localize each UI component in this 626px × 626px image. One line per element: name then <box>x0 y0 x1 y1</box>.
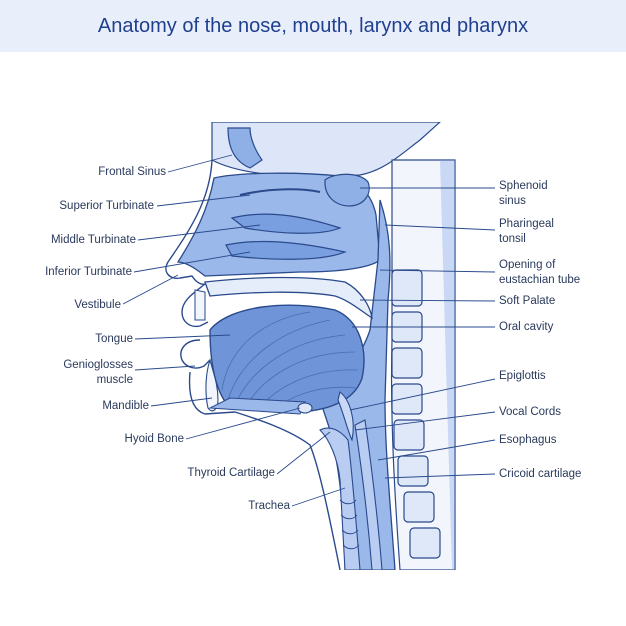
label-frontal-sinus: Frontal Sinus <box>98 166 166 178</box>
label-vestibule: Vestibule <box>74 299 121 311</box>
label-cricoid-cartilage: Cricoid cartilage <box>499 468 582 480</box>
label-eustachian-tube: eustachian tube <box>499 274 581 286</box>
label-genioglosses-muscle: muscle <box>96 374 133 386</box>
leader-lines <box>122 154 496 507</box>
label-hyoid-bone: Hyoid Bone <box>124 433 184 445</box>
hyoid-shape <box>297 402 313 414</box>
sphenoid-sinus-shape <box>324 173 370 207</box>
trachea-rings <box>339 499 360 550</box>
label-tongue: Tongue <box>95 333 133 345</box>
label-middle-turbinate: Middle Turbinate <box>50 234 136 246</box>
label-sphenoid-sinus: sinus <box>499 195 526 207</box>
label-thyroid-cartilage: Thyroid Cartilage <box>187 467 275 479</box>
label-opening-of: Opening of <box>499 259 556 271</box>
label-superior-turbinate: Superior Turbinate <box>59 200 154 212</box>
label-vocal-cords: Vocal Cords <box>499 406 562 418</box>
title-bar: Anatomy of the nose, mouth, larynx and p… <box>0 0 626 52</box>
anatomy-drawing <box>150 122 465 570</box>
vertebrae <box>391 269 441 559</box>
page-title: Anatomy of the nose, mouth, larynx and p… <box>97 14 529 37</box>
label-sphenoid: Sphenoid <box>499 180 548 192</box>
palate <box>204 276 373 320</box>
larynx-trachea <box>319 427 361 570</box>
label-soft-palate: Soft Palate <box>499 295 556 307</box>
tongue-shape <box>209 304 365 413</box>
label-pharingeal: Pharingeal <box>499 218 554 230</box>
chin-outline <box>188 371 236 415</box>
label-genioglosses: Genioglosses <box>63 359 133 371</box>
label-mandible: Mandible <box>102 400 149 412</box>
label-oral-cavity: Oral cavity <box>499 321 554 333</box>
label-pharingeal-tonsil: tonsil <box>499 233 526 245</box>
epiglottis-shape <box>337 391 354 442</box>
label-epiglottis: Epiglottis <box>499 370 546 382</box>
lower-lip <box>180 339 211 369</box>
label-inferior-turbinate: Inferior Turbinate <box>45 266 132 278</box>
neck-front <box>234 411 341 570</box>
esophagus-shape <box>354 419 383 570</box>
tongue-fibers <box>221 311 359 412</box>
label-esophagus: Esophagus <box>499 434 557 446</box>
label-trachea: Trachea <box>248 500 290 512</box>
frontal-sinus-shape <box>227 127 263 169</box>
